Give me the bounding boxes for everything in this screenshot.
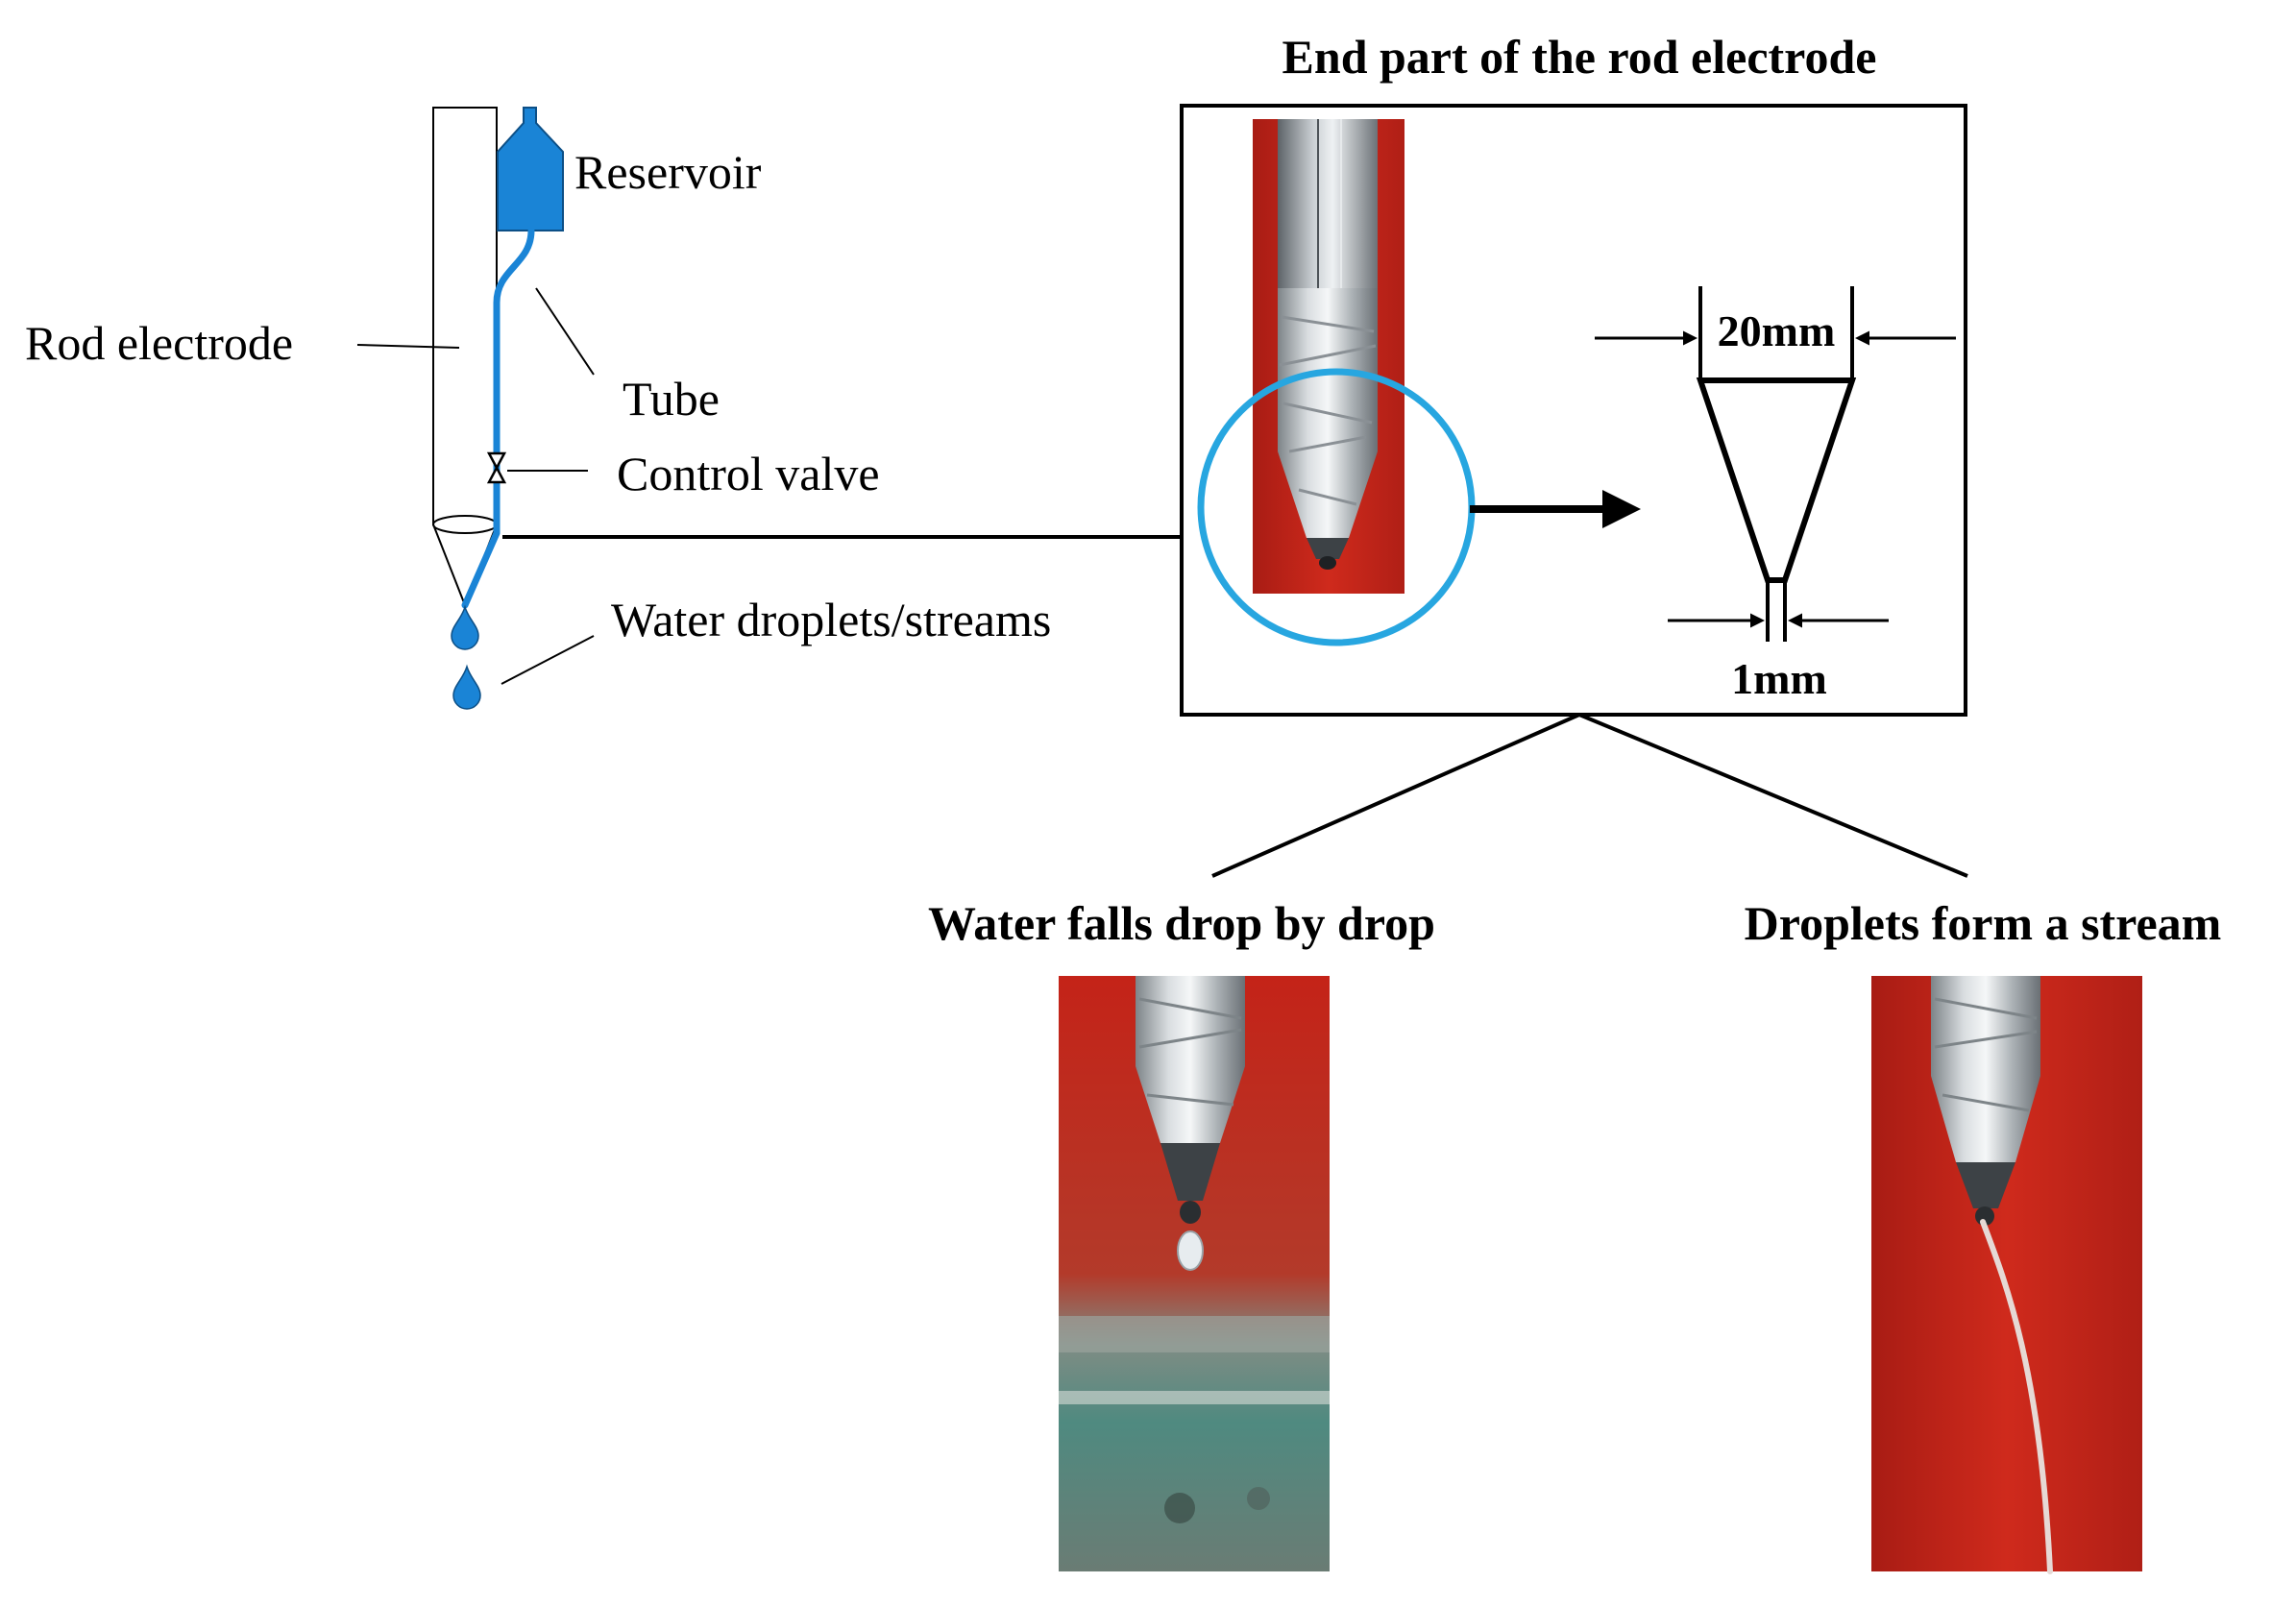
water-droplet-icon	[451, 604, 479, 650]
dimension-bottom-label: 1mm	[1731, 654, 1827, 703]
leader-line	[356, 344, 460, 349]
water-droplets-label: Water droplets/streams	[611, 593, 1051, 646]
reservoir-shape	[497, 107, 564, 231]
tube-line	[461, 227, 535, 609]
rod-electrode-base-ellipse	[432, 515, 498, 534]
schematic: Reservoir Rod electrode Tube Control val…	[25, 107, 1182, 710]
stream-photo	[1871, 976, 2142, 1574]
detail-box: End part of the rod electrode	[1180, 30, 1967, 717]
bottom-section: Water falls drop by drop Droplets form a…	[928, 713, 2222, 1574]
water-stream-in-photo	[1980, 1219, 2053, 1574]
water-drop-in-photo	[1177, 1230, 1204, 1271]
leader-line	[535, 287, 595, 376]
rod-electrode-label: Rod electrode	[25, 316, 293, 370]
branch-line	[1578, 713, 1968, 878]
drop-by-drop-photo	[1059, 976, 1330, 1571]
rod-electrode-body	[432, 107, 498, 525]
branch-line	[1211, 713, 1580, 878]
control-valve-label: Control valve	[617, 447, 880, 500]
caption-stream: Droplets form a stream	[1745, 896, 2222, 950]
cone-dimension-drawing	[1595, 286, 1956, 642]
leader-line	[501, 635, 595, 685]
electrode-tip-photo	[1253, 119, 1404, 594]
tube-label: Tube	[623, 372, 720, 426]
reservoir-label: Reservoir	[574, 145, 762, 199]
rod-electrode-cone	[432, 523, 498, 608]
end-part-title: End part of the rod electrode	[1282, 30, 1877, 84]
control-valve-icon	[486, 451, 507, 484]
caption-drop-by-drop: Water falls drop by drop	[928, 896, 1435, 950]
dimension-top-label: 20mm	[1718, 306, 1836, 355]
water-droplet-icon	[452, 664, 481, 710]
